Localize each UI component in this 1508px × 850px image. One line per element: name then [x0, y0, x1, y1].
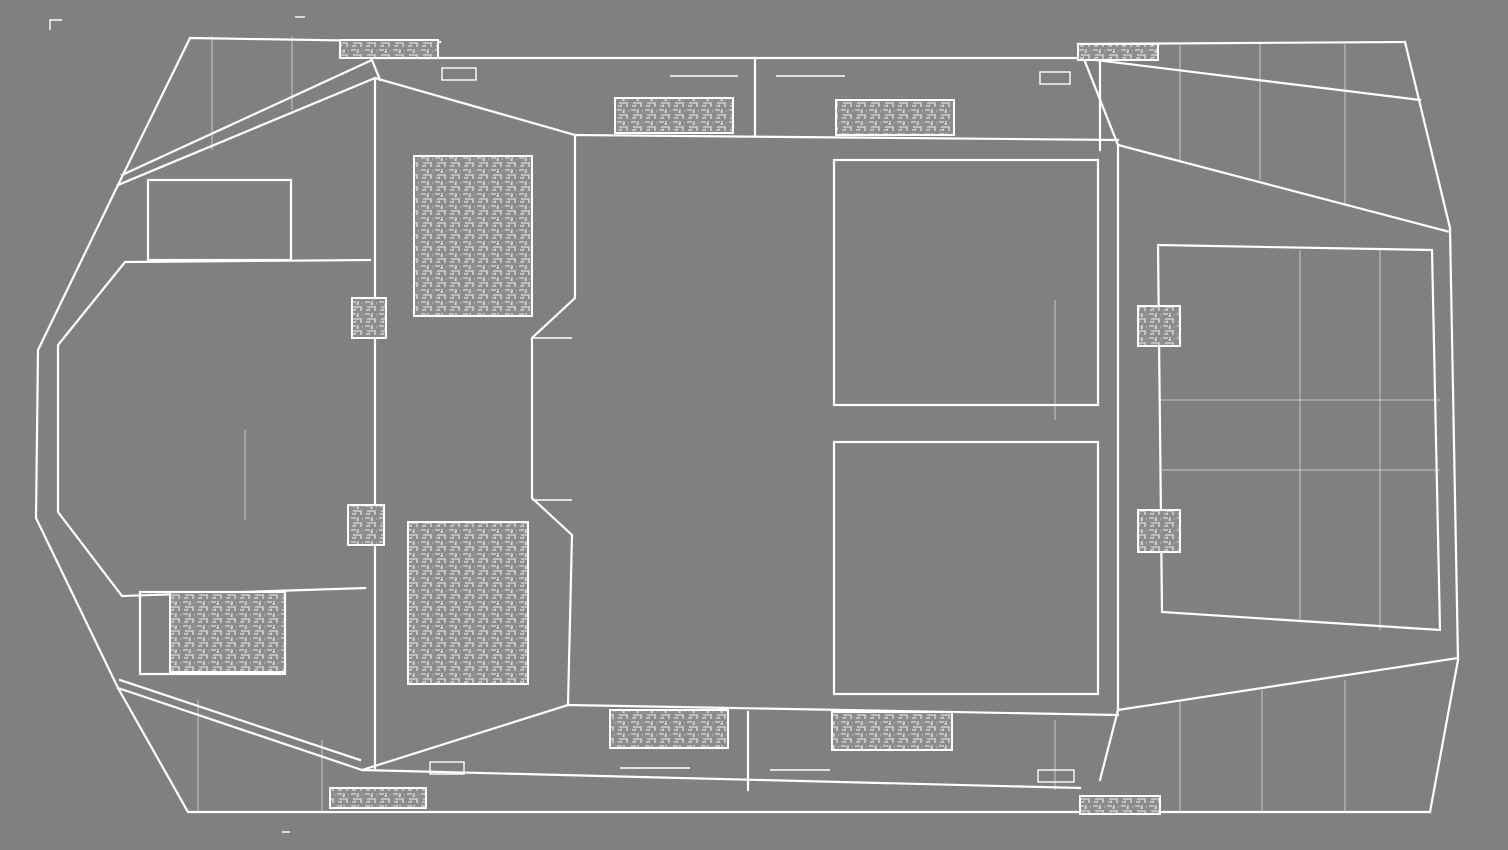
- front-windshield: [116, 56, 1102, 790]
- front-seat-right: [413, 155, 533, 317]
- front-seat-left: [407, 521, 529, 685]
- front-seats: [407, 155, 533, 685]
- rear-deck: [1076, 42, 1460, 782]
- faint-grid: [197, 36, 1440, 812]
- rear-seat-right: [832, 158, 1100, 407]
- rear-seat-left: [832, 440, 1100, 696]
- front-compartment: [138, 178, 293, 676]
- side-panels: [609, 58, 955, 792]
- hinges: [347, 67, 1181, 783]
- corner-pieces: [329, 39, 1161, 815]
- body-outline: [34, 36, 1460, 814]
- stray-marks: [49, 16, 305, 833]
- cabin: [530, 133, 1120, 717]
